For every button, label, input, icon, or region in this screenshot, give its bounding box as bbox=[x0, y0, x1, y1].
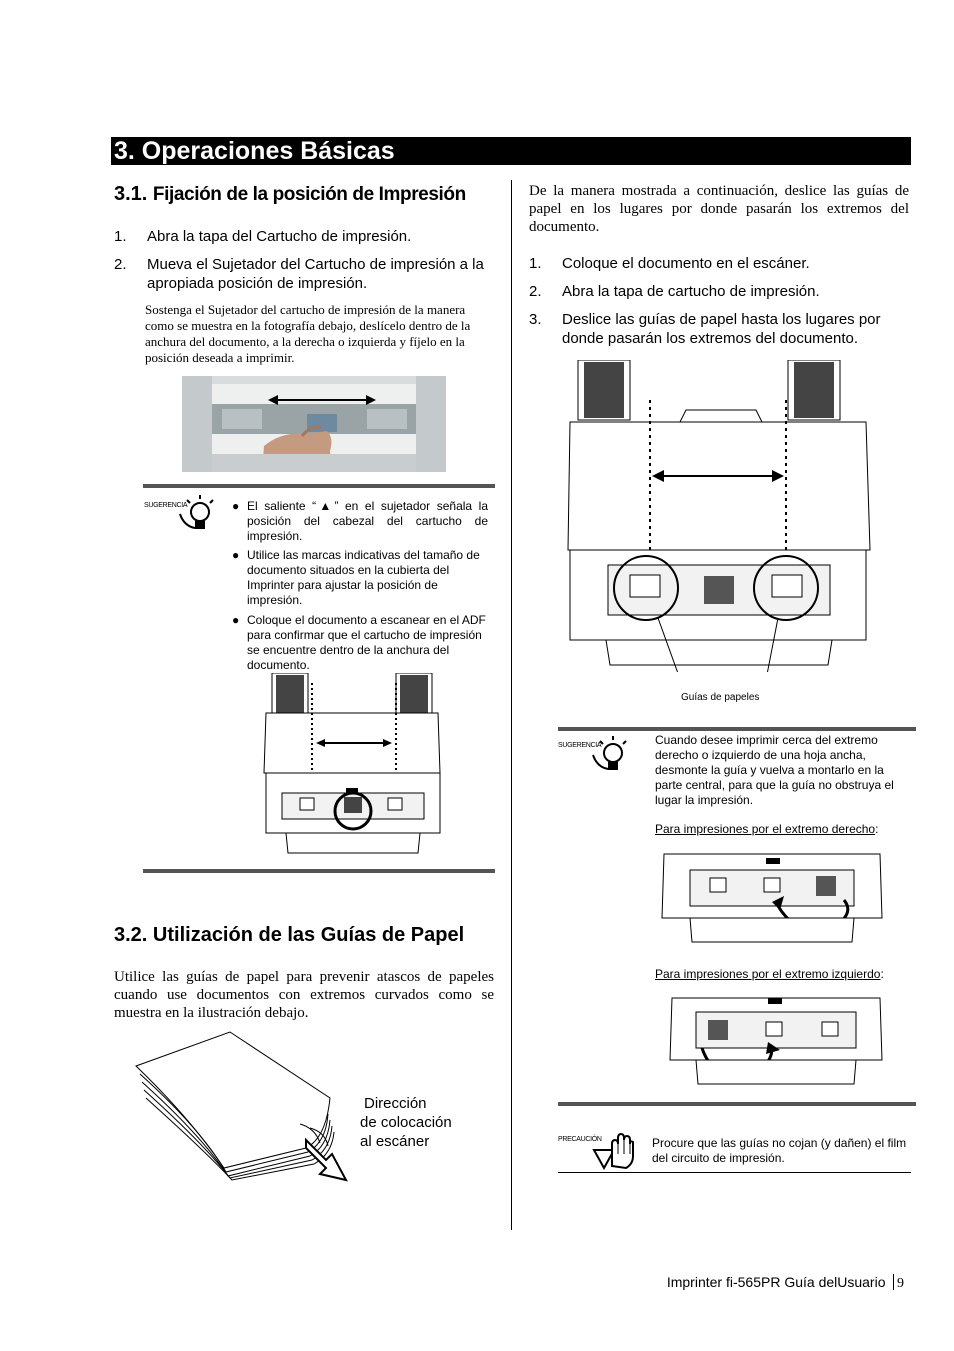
section-3-1-heading: 3.1. Fijación de la posición de Impresió… bbox=[114, 181, 504, 208]
caution-text: Procure que las guías no cojan (y dañen)… bbox=[652, 1136, 907, 1165]
caution-hand-icon bbox=[592, 1132, 634, 1170]
page-footer: Imprinter fi-565PR Guía delUsuario 9 bbox=[667, 1273, 904, 1293]
scanner-illustration-large bbox=[567, 360, 871, 672]
page-number: 9 bbox=[897, 1276, 904, 1291]
right-intro: De la manera mostrada a continuación, de… bbox=[529, 183, 909, 235]
right-step-3: 3. Deslice las guías de papel hasta los … bbox=[529, 311, 881, 347]
caution-bottom-rule bbox=[558, 1172, 911, 1173]
right-hint-top-rule bbox=[558, 727, 916, 731]
caution-label: PRECAUCIÓN bbox=[558, 1136, 602, 1143]
column-divider bbox=[511, 180, 512, 1230]
right-hint-bottom-rule bbox=[558, 1102, 916, 1106]
footer-separator bbox=[893, 1274, 894, 1290]
right-step-2: 2. Abra la tapa de cartucho de impresión… bbox=[529, 283, 820, 300]
hint-bullet-3: ● Coloque el documento a escanear en el … bbox=[232, 613, 486, 672]
direction-label: Dirección de colocación al escáner bbox=[360, 1095, 452, 1150]
left-edge-illustration bbox=[669, 997, 883, 1085]
section-3-2-heading: 3.2. Utilización de las Guías de Papel bbox=[114, 924, 465, 946]
right-hint-label: SUGERENCIA bbox=[558, 742, 602, 749]
lightbulb-icon bbox=[179, 495, 214, 529]
hint-box-bottom-rule bbox=[143, 869, 495, 873]
curved-paper-illustration bbox=[135, 1031, 348, 1182]
footer-title: Imprinter fi-565PR Guía delUsuario bbox=[666, 1274, 886, 1290]
right-edge-label: Para impresiones por el extremo derecho: bbox=[655, 822, 879, 836]
right-hint-text: Cuando desee imprimir cerca del extremo … bbox=[655, 733, 894, 807]
scanner-illustration-small bbox=[263, 673, 441, 854]
hint-bullet-2: ● Utilice las marcas indicativas del tam… bbox=[232, 548, 480, 607]
right-edge-illustration bbox=[661, 853, 883, 943]
sec31-step-1: 1. Abra la tapa del Cartucho de impresió… bbox=[114, 228, 412, 245]
left-edge-label: Para impresiones por el extremo izquierd… bbox=[655, 967, 884, 981]
sec31-detail: Sostenga el Sujetador del cartucho de im… bbox=[145, 302, 471, 365]
lightbulb-icon bbox=[592, 736, 627, 770]
hint-label: SUGERENCIA bbox=[144, 502, 188, 509]
section-3-1-number: 3.1. bbox=[114, 183, 148, 205]
hint-bullet-1: ● El saliente “▲” en el sujetador señala… bbox=[232, 499, 488, 543]
guides-caption: Guías de papeles bbox=[681, 692, 760, 703]
sec31-step-2: 2. Mueva el Sujetador del Cartucho de im… bbox=[114, 256, 484, 292]
hint-box-top-rule bbox=[143, 484, 495, 488]
sec32-body: Utilice las guías de papel para prevenir… bbox=[114, 969, 494, 1021]
right-step-1: 1. Coloque el documento en el escáner. bbox=[529, 255, 810, 272]
section-3-1-title: Fijación de la posición de Impresión bbox=[152, 184, 466, 205]
chapter-title: 3. Operaciones Básicas bbox=[111, 137, 911, 165]
cartridge-holder-photo bbox=[182, 376, 446, 472]
